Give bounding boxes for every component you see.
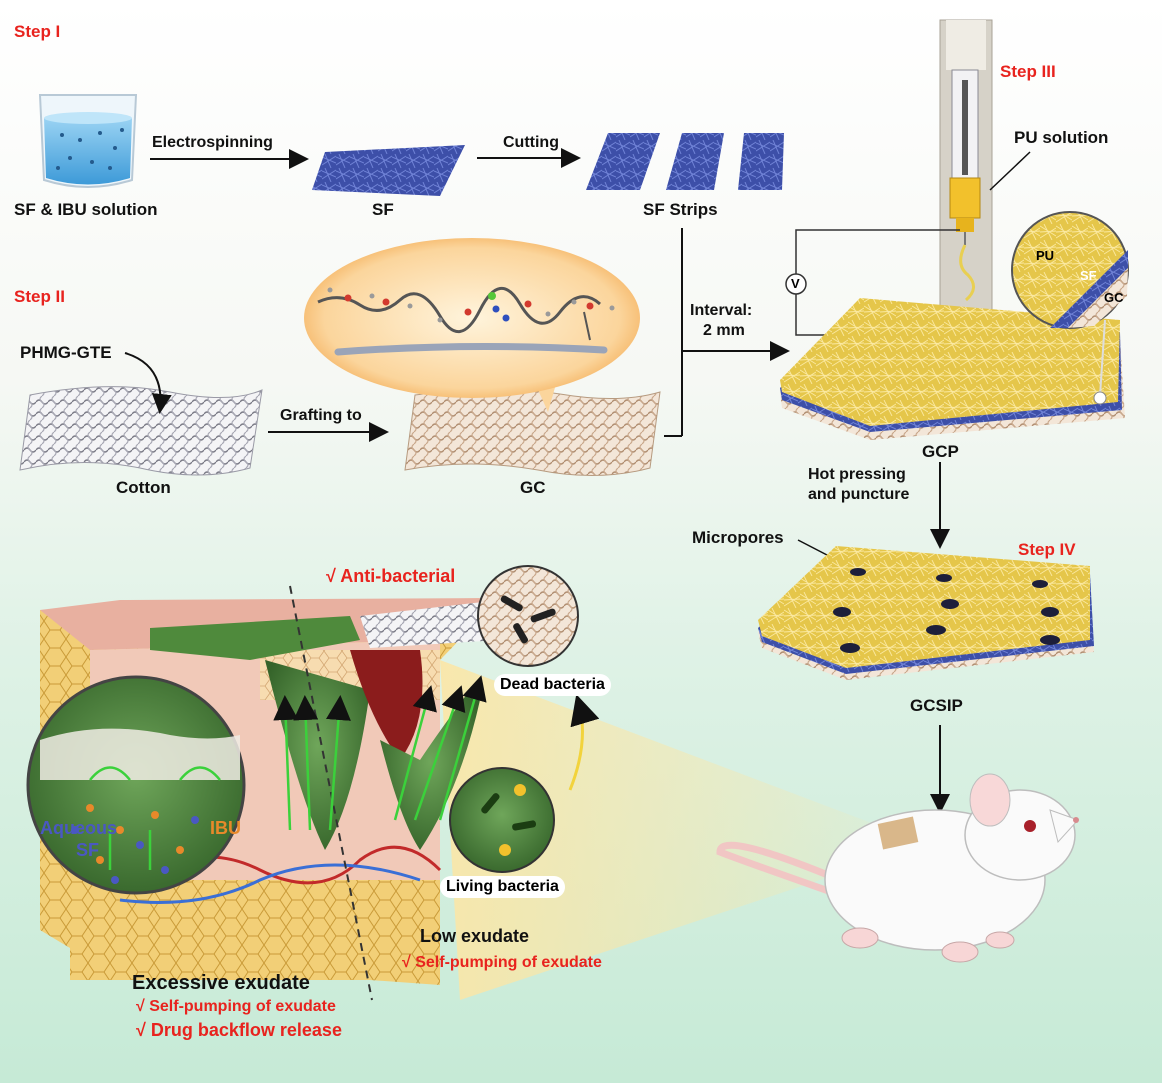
- gcp-inset: [1011, 211, 1129, 405]
- rat-illustration: [716, 773, 1079, 963]
- pu-solution-pointer: [989, 151, 1031, 191]
- phmg-gte-pointer: [124, 352, 172, 414]
- dead-bacteria-label: Dead bacteria: [494, 674, 611, 696]
- gcp-label: GCP: [922, 442, 959, 461]
- zoom-beam: [440, 660, 890, 1000]
- living-bacteria-inset: [449, 767, 555, 873]
- inset-gc-label: GC: [1104, 290, 1124, 305]
- micropores-label: Micropores: [692, 528, 784, 547]
- interval-line1: Interval:: [690, 302, 753, 319]
- syringe: [939, 19, 993, 311]
- cotton-label: Cotton: [116, 478, 171, 497]
- step-1-label: Step I: [14, 22, 61, 41]
- ibu-label: IBU: [210, 818, 241, 838]
- voltage-symbol: V: [791, 276, 800, 291]
- gcsip-mat: [758, 546, 1094, 680]
- beaker-label: SF & IBU solution: [14, 200, 158, 219]
- inset-pu-label: PU: [1036, 248, 1055, 263]
- divider-line: [289, 585, 373, 1001]
- step-3-label: Step III: [1000, 62, 1056, 81]
- sf-mat: [312, 145, 465, 196]
- connector-lines: [664, 228, 790, 437]
- step-2-label: Step II: [14, 287, 66, 306]
- hot-pressing-line2: and puncture: [808, 486, 910, 503]
- gcsip-label: GCSIP: [910, 696, 963, 715]
- interval-line2: 2 mm: [703, 322, 745, 339]
- aqueous-sf-label: SF: [76, 840, 100, 860]
- excessive-bullet-2: √ Drug backflow release: [136, 1020, 342, 1040]
- cutting-label: Cutting: [503, 134, 559, 151]
- bacteria-kill-arrow: [568, 694, 600, 791]
- pu-solution-label: PU solution: [1014, 128, 1109, 147]
- electrospinning-label: Electrospinning: [152, 134, 273, 151]
- exudate-flow-arrows: [273, 675, 487, 831]
- inset-sf-label: SF: [1080, 268, 1097, 283]
- beaker: [38, 94, 138, 188]
- excessive-bullet-1: √ Self-pumping of exudate: [136, 998, 336, 1015]
- sf-strips-label: SF Strips: [643, 200, 718, 219]
- molecule-bubble: [304, 238, 640, 412]
- aqueous-label: Aqueous: [40, 818, 118, 838]
- low-exudate-label: Low exudate: [420, 926, 530, 946]
- gc-label: GC: [520, 478, 546, 497]
- cotton-fabric: [19, 386, 263, 476]
- step-4-label: Step IV: [1018, 540, 1076, 559]
- sf-label: SF: [372, 200, 394, 219]
- hot-pressing-line1: Hot pressing: [808, 466, 906, 483]
- phmg-gte-label: PHMG-GTE: [20, 343, 112, 362]
- dead-bacteria-inset: [477, 565, 579, 667]
- left-inset: [26, 675, 246, 895]
- grafting-label: Grafting to: [280, 407, 362, 424]
- gc-fabric: [404, 388, 661, 477]
- excessive-exudate-label: Excessive exudate: [132, 972, 310, 994]
- anti-bacterial-label: √ Anti-bacterial: [326, 566, 456, 586]
- sf-strips: [586, 133, 784, 190]
- gcp-mat: [780, 298, 1125, 440]
- low-bullet-1: √ Self-pumping of exudate: [402, 954, 602, 971]
- living-bacteria-label: Living bacteria: [440, 876, 565, 898]
